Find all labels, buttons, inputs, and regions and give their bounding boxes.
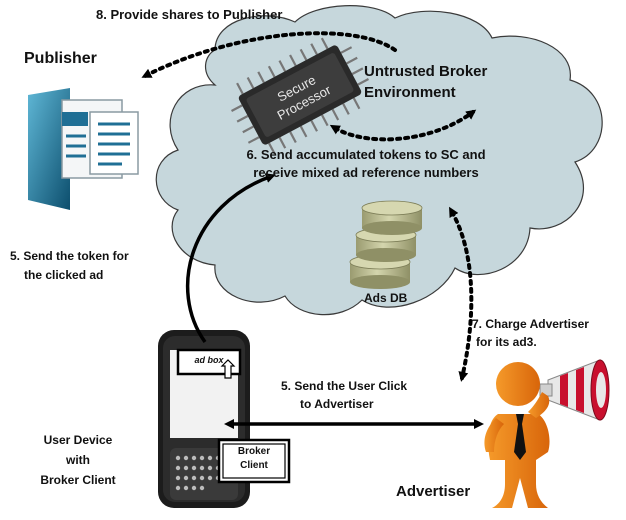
step7-line1: 7. Charge Advertiser (472, 317, 589, 331)
cursor-icon (220, 359, 236, 379)
broker-env-line1: Untrusted Broker (364, 63, 488, 80)
step6-line1: 6. Send accumulated tokens to SC and (246, 147, 486, 162)
publisher-label: Publisher (24, 50, 97, 67)
phone-icon (158, 330, 291, 508)
user-device-line1: User Device (43, 433, 113, 447)
publisher-document-icon (28, 88, 139, 210)
database-icon (349, 200, 423, 289)
step5-click-line2: to Advertiser (300, 397, 374, 411)
broker-client-line2: Client (240, 460, 268, 471)
arrow-step8 (141, 31, 397, 78)
user-device-line3: Broker Client (40, 473, 116, 487)
arrow-step5-token (185, 173, 276, 344)
broker-env-line2: Environment (364, 84, 456, 101)
step5-token-line2: the clicked ad (24, 268, 104, 282)
arrow-step7 (449, 206, 474, 382)
step5-token-line1: 5. Send the token for (10, 249, 129, 263)
step8-label: 8. Provide shares to Publisher (96, 7, 283, 22)
advertiser-megaphone-icon (484, 359, 610, 508)
ads-db-label: Ads DB (364, 291, 408, 305)
broker-client-line1: Broker (237, 446, 271, 457)
advertiser-label: Advertiser (396, 483, 471, 500)
step5-click-line1: 5. Send the User Click (281, 379, 408, 393)
arrow-step6 (329, 109, 477, 142)
ad-box-label: ad box (194, 355, 224, 365)
user-device-line2: with (66, 453, 90, 467)
step7-line2: for its ad3. (476, 335, 537, 349)
step6-line2: receive mixed ad reference numbers (253, 165, 479, 180)
